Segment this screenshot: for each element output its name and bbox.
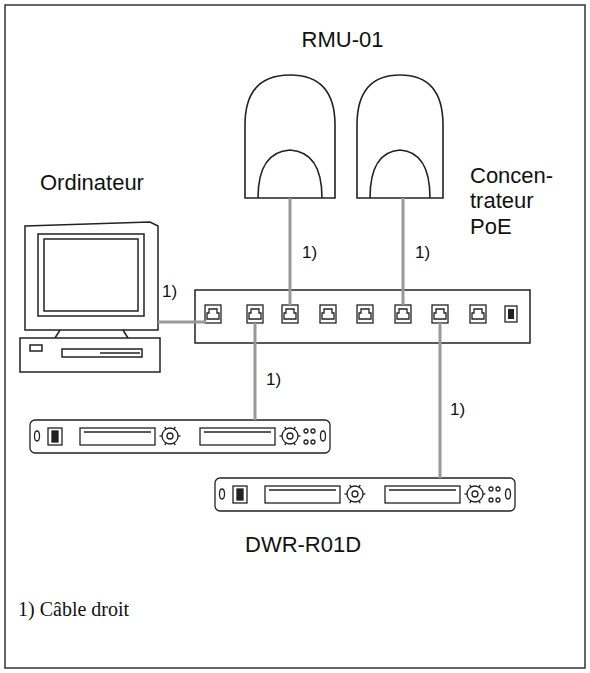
straight-cable (402, 198, 405, 290)
part-label: Ordinateur (40, 170, 144, 195)
frame (5, 5, 585, 668)
hub-port (472, 309, 484, 319)
hub-port (357, 305, 373, 323)
computer (20, 222, 160, 372)
poe-hub (195, 290, 530, 343)
straight-cable (289, 198, 292, 290)
hub-port (284, 309, 296, 319)
hub-port (282, 305, 298, 323)
hub-port (207, 309, 219, 319)
hub-node: Concen- trateur PoE (195, 290, 530, 343)
hub-port (470, 305, 486, 323)
callout-number: 1) (160, 282, 179, 302)
legend-note: 1) Câble droit (18, 598, 129, 621)
hub-port (247, 305, 263, 323)
computer-node: Ordinateur (18, 168, 158, 374)
callout-number: 1) (413, 243, 432, 263)
callout-number: 1) (300, 243, 319, 263)
part-label: DWR-R01D (245, 532, 361, 557)
antenna-left (245, 75, 335, 198)
callout-number: 1) (448, 400, 467, 420)
hub-port (434, 309, 446, 319)
cable-stub (195, 290, 440, 343)
hub-port (432, 305, 448, 323)
straight-cable (158, 321, 195, 324)
hub-port (395, 305, 411, 323)
part-label: Concen- trateur PoE (470, 163, 558, 239)
antenna-node: RMU-01 (240, 25, 449, 198)
straight-cable (439, 343, 442, 478)
hub-port (359, 309, 371, 319)
hub-port (249, 309, 261, 319)
hub-port (397, 309, 409, 319)
hub-port (320, 305, 336, 323)
receiver-node: DWR-R01D (28, 418, 518, 563)
receiver-unit (30, 420, 330, 453)
callout-number: 1) (264, 370, 283, 390)
straight-cable (254, 343, 257, 420)
hub-port (205, 305, 221, 323)
hub-port (322, 309, 334, 319)
part-label: RMU-01 (240, 27, 445, 52)
antenna-right (357, 75, 443, 198)
receiver-unit (215, 478, 515, 511)
